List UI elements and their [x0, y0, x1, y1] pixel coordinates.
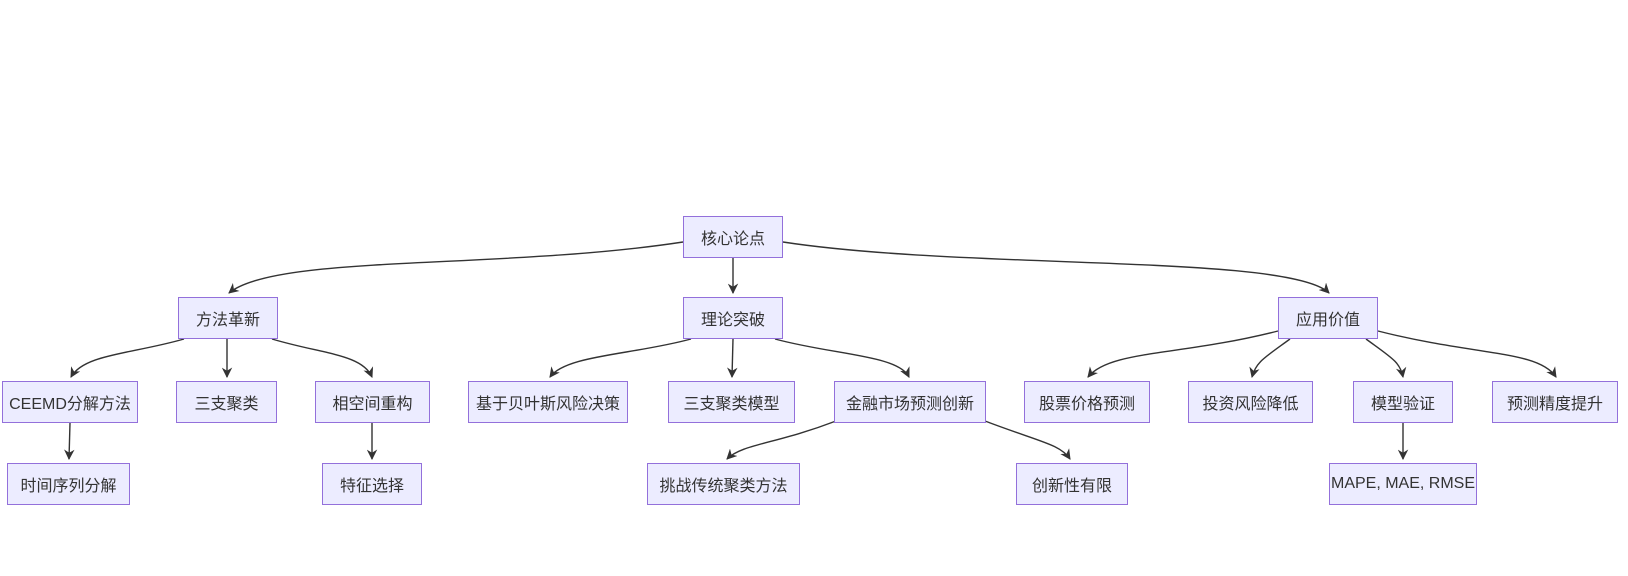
node-label: 相空间重构	[332, 396, 413, 413]
node-limited-innovation: 创新性有限	[1016, 463, 1128, 505]
edge-method-innovation-to-ceemd-decomposition	[70, 338, 185, 378]
node-investment-risk-reduction: 投资风险降低	[1188, 381, 1313, 423]
edge-application-value-to-stock-price-prediction	[1087, 330, 1279, 378]
node-method-innovation: 方法革新	[178, 297, 278, 339]
node-bayesian-risk-decision: 基于贝叶斯风险决策	[468, 381, 628, 423]
node-phase-space-reconstruction: 相空间重构	[315, 381, 430, 423]
node-forecast-accuracy-improvement: 预测精度提升	[1492, 381, 1618, 423]
node-label: 基于贝叶斯风险决策	[475, 396, 620, 413]
edge-financial-market-forecast-innovation-to-limited-innovation	[984, 420, 1071, 460]
node-label: 方法革新	[195, 312, 260, 329]
node-label: 应用价值	[1295, 312, 1360, 329]
node-theory-breakthrough: 理论突破	[683, 297, 783, 339]
edge-application-value-to-investment-risk-reduction	[1249, 338, 1291, 379]
node-financial-market-forecast-innovation: 金融市场预测创新	[834, 381, 986, 423]
node-ceemd-decomposition: CEEMD分解方法	[2, 381, 138, 423]
node-time-series-decomposition: 时间序列分解	[7, 463, 130, 505]
node-label: 时间序列分解	[20, 478, 117, 495]
edge-core-thesis-to-method-innovation	[228, 241, 684, 294]
node-label: 理论突破	[700, 312, 765, 329]
node-error-metrics: MAPE, MAE, RMSE	[1329, 463, 1477, 505]
node-label: 特征选择	[339, 478, 404, 495]
edge-financial-market-forecast-innovation-to-challenge-traditional-clustering	[726, 420, 837, 460]
node-label: 投资风险降低	[1202, 396, 1299, 413]
node-feature-selection: 特征选择	[322, 463, 422, 505]
node-core-thesis: 核心论点	[683, 216, 783, 258]
node-application-value: 应用价值	[1278, 297, 1378, 339]
node-three-way-clustering-model: 三支聚类模型	[668, 381, 795, 423]
edge-theory-breakthrough-to-bayesian-risk-decision	[549, 338, 692, 378]
edge-method-innovation-to-phase-space-reconstruction	[271, 338, 374, 378]
node-label: 创新性有限	[1031, 478, 1112, 495]
node-label: 金融市场预测创新	[845, 396, 974, 413]
edge-application-value-to-forecast-accuracy-improvement	[1377, 330, 1557, 378]
edge-core-thesis-to-application-value	[782, 241, 1330, 294]
edge-application-value-to-model-validation	[1365, 338, 1407, 379]
edge-theory-breakthrough-to-financial-market-forecast-innovation	[774, 338, 910, 378]
node-label: MAPE, MAE, RMSE	[1330, 475, 1476, 492]
node-label: 预测精度提升	[1506, 396, 1603, 413]
node-label: 股票价格预测	[1038, 396, 1135, 413]
node-label: 核心论点	[700, 231, 765, 248]
edge-ceemd-decomposition-to-time-series-decomposition	[64, 422, 75, 461]
node-label: 挑战传统聚类方法	[659, 478, 788, 495]
node-label: 模型验证	[1370, 396, 1435, 413]
edge-theory-breakthrough-to-three-way-clustering-model	[727, 338, 738, 379]
node-challenge-traditional-clustering: 挑战传统聚类方法	[647, 463, 800, 505]
node-label: CEEMD分解方法	[9, 396, 131, 413]
node-label: 三支聚类模型	[683, 396, 780, 413]
node-model-validation: 模型验证	[1353, 381, 1453, 423]
node-three-way-clustering: 三支聚类	[176, 381, 277, 423]
node-label: 三支聚类	[194, 396, 259, 413]
node-stock-price-prediction: 股票价格预测	[1024, 381, 1150, 423]
